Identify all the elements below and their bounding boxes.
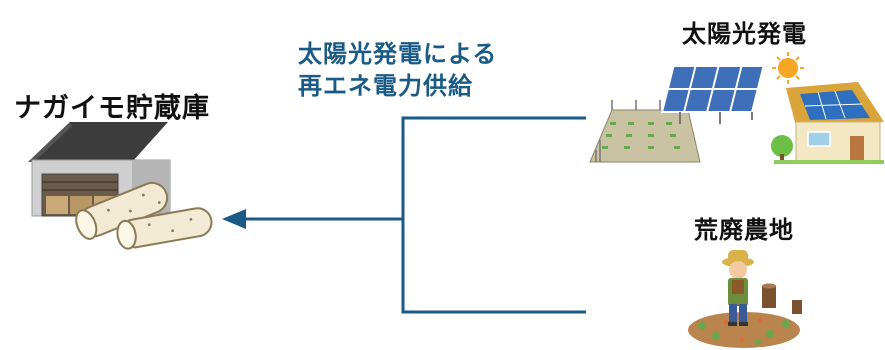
solar-house-icon bbox=[771, 82, 884, 164]
farmer-icon bbox=[722, 250, 754, 326]
storage-title: ナガイモ貯蔵庫 bbox=[14, 93, 210, 124]
yam-icon bbox=[75, 181, 213, 250]
supply-label-line2: 再エネ電力供給 bbox=[298, 71, 473, 100]
supply-connector bbox=[244, 116, 586, 314]
solar-farm-icon bbox=[589, 65, 765, 163]
abandoned-farmland-icon bbox=[688, 283, 802, 348]
arrow-head-icon bbox=[222, 209, 246, 229]
supply-label-line1: 太陽光発電による bbox=[298, 39, 498, 68]
solar-title: 太陽光発電 bbox=[682, 19, 807, 48]
farmland-title: 荒廃農地 bbox=[694, 215, 794, 244]
sun-icon bbox=[772, 52, 804, 84]
